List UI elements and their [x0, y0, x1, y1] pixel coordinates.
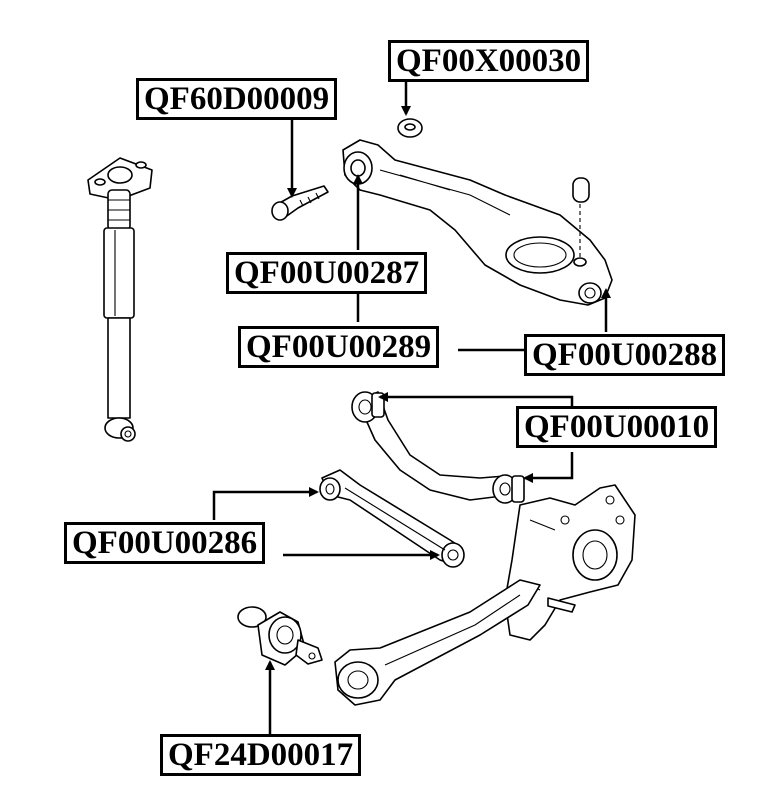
part-number-qf60d00009: QF60D00009: [136, 78, 338, 120]
washer: [397, 118, 423, 138]
part-number-qf00u00286: QF00U00286: [64, 522, 266, 564]
trailing-arm-bushing: [237, 606, 323, 666]
trailing-arm: [334, 579, 541, 706]
lower-control-arm: [342, 139, 613, 306]
knuckle-hub: [504, 484, 636, 641]
bolt: [271, 185, 329, 221]
part-number-qf00u00010: QF00U00010: [516, 406, 718, 448]
part-number-qf00u00289: QF00U00289: [238, 326, 440, 368]
shock-absorber: [87, 157, 153, 442]
part-number-qf24d00017: QF24D00017: [160, 734, 362, 776]
lower-link-arm: [319, 469, 465, 568]
part-number-qf00u00288: QF00U00288: [524, 334, 726, 376]
upper-link-arm: [351, 391, 525, 504]
part-number-qf00u00287: QF00U00287: [226, 252, 428, 294]
part-number-qf00x00030: QF00X00030: [388, 40, 590, 82]
leader-lines: [212, 82, 611, 736]
